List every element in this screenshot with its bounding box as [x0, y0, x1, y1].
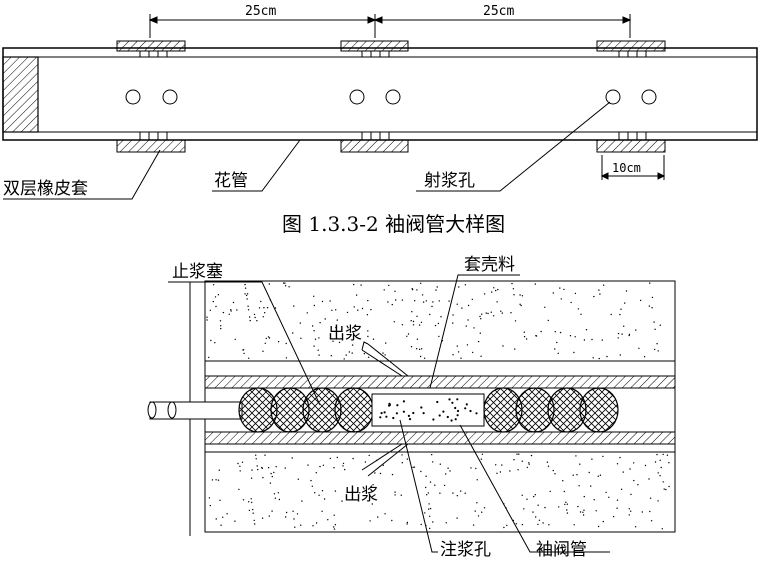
label-outflow-bottom: 出浆	[344, 485, 378, 505]
dimension-lines	[148, 14, 666, 180]
label-stop-plug: 止浆塞	[172, 262, 223, 282]
label-outflow-top: 出浆	[328, 324, 362, 344]
top-leader-lines	[3, 101, 611, 200]
rubber-sleeve-2	[340, 40, 409, 153]
rubber-sleeve-1	[116, 40, 186, 153]
bottom-leader-lines	[168, 274, 610, 553]
dim-left-label: 25cm	[245, 4, 276, 19]
sleeve-pipe-wall-top	[204, 375, 676, 389]
injection-holes	[125, 89, 657, 105]
pipe-body	[2, 47, 758, 141]
label-perforated-pipe: 花管	[214, 171, 248, 191]
label-rubber-sleeve: 双层橡皮套	[3, 179, 88, 199]
pipe-end-cap	[2, 56, 39, 133]
label-injection-hole: 射浆孔	[424, 171, 475, 191]
dim-sleeve-label: 10cm	[612, 161, 641, 175]
grout-dots	[379, 398, 478, 422]
figure-caption: 图 1.3.3-2 袖阀管大样图	[282, 212, 505, 236]
bottom-section-diagram: 止浆塞 套壳料 出浆 出浆 注浆孔 袖阀管	[147, 255, 676, 560]
rubber-sleeve-3	[596, 40, 666, 153]
sleeve-pipe-wall-bottom	[204, 431, 676, 445]
outflow-arrows	[361, 341, 409, 477]
stop-plug-packers-right	[483, 387, 619, 433]
top-detail-diagram: 25cm 25cm 10cm 双层橡皮套 花管 射浆孔 图 1.3.3-2 袖阀…	[2, 4, 758, 236]
grout-section	[371, 393, 485, 427]
label-sheath-material: 套壳料	[464, 255, 515, 275]
stop-plug-packers-left	[238, 387, 374, 433]
soil-dots	[206, 282, 670, 530]
injection-rod	[147, 401, 243, 420]
label-grout-hole: 注浆孔	[440, 540, 491, 560]
dim-right-label: 25cm	[483, 4, 514, 19]
label-sleeve-valve-pipe: 袖阀管	[536, 540, 587, 560]
